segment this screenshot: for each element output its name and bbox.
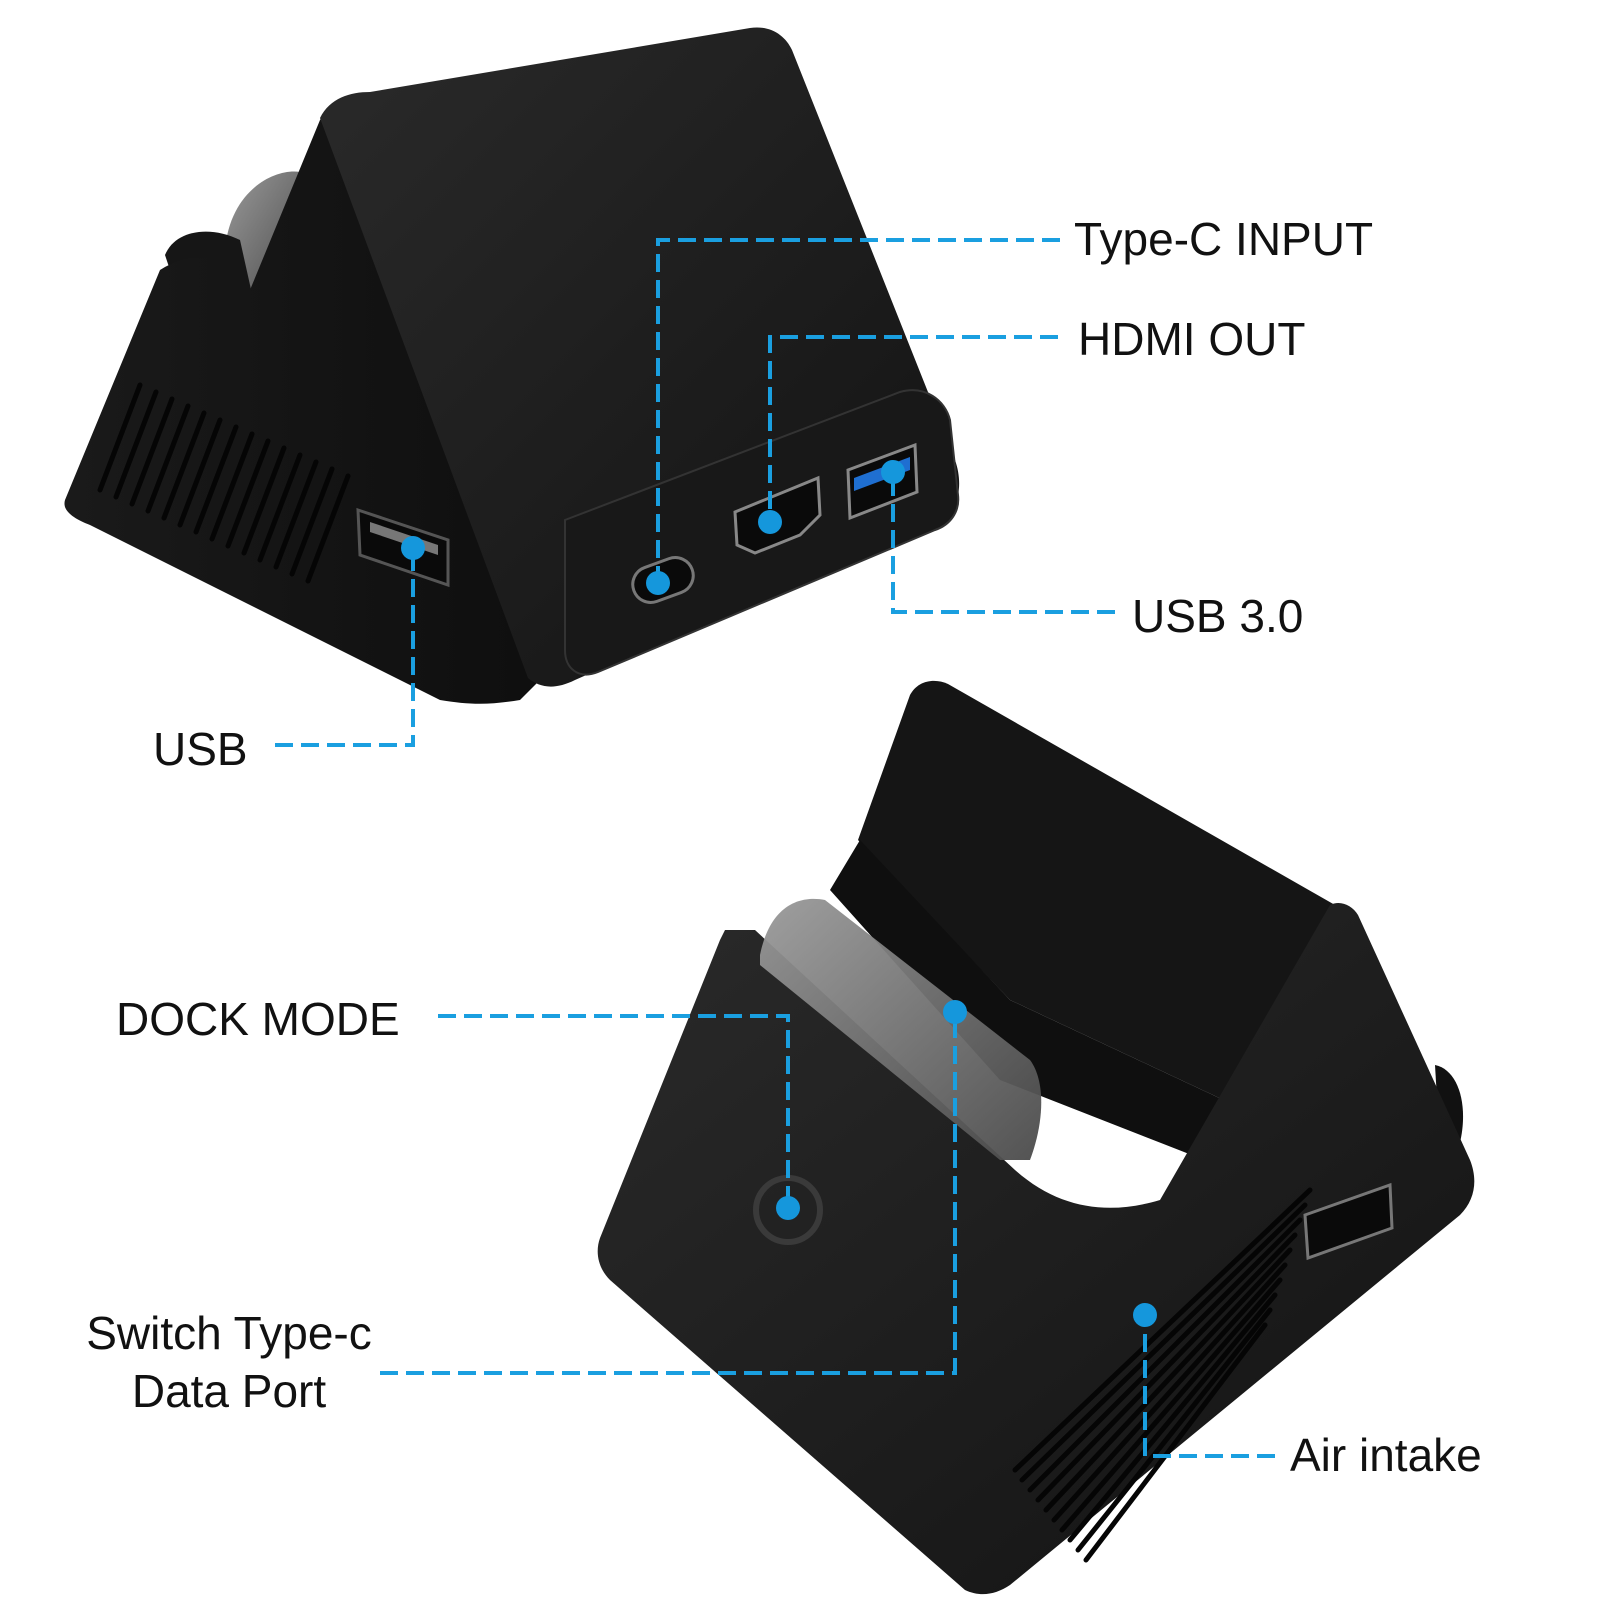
callout-line-type-c-input	[656, 238, 1060, 583]
top-dock	[64, 27, 960, 704]
callout-dot-air-intake	[1133, 1303, 1157, 1327]
callout-line-hdmi-out	[768, 335, 1058, 522]
bottom-dock-cradle-back	[858, 680, 1349, 1110]
top-dock-vents	[97, 382, 351, 584]
bottom-dock-vents	[1012, 1187, 1313, 1563]
callout-dot-switch-port	[943, 1000, 967, 1024]
callout-line-air-intake	[1143, 1315, 1275, 1458]
label-switch-port-line1: Switch Type-c	[86, 1307, 372, 1359]
callout-line-usb-3	[891, 472, 1115, 614]
callout-line-usb	[275, 548, 415, 747]
bottom-dock-usb-port	[1303, 1182, 1394, 1261]
callout-dot-dock-mode	[776, 1196, 800, 1220]
label-switch-port-line2: Data Port	[131, 1365, 327, 1417]
bottom-dock-cradle-inner	[830, 840, 1245, 1170]
callout-line-switch-port	[380, 1012, 957, 1375]
bottom-dock-grey-pad	[760, 898, 1042, 1160]
label-type-c-input: Type-C INPUT	[1074, 213, 1374, 265]
bottom-dock-body	[597, 903, 1475, 1595]
label-usb: USB	[153, 723, 248, 775]
label-hdmi-out: HDMI OUT	[1078, 313, 1306, 365]
callout-dot-usb	[401, 536, 425, 560]
label-switch-port: Switch Type-c Data Port	[64, 1304, 394, 1420]
bottom-dock	[597, 680, 1475, 1595]
callout-dot-usb-3	[881, 460, 905, 484]
callout-line-dock-mode	[438, 1014, 790, 1208]
callout-dot-type-c-input	[646, 571, 670, 595]
label-air-intake: Air intake	[1290, 1429, 1482, 1481]
callout-dot-hdmi-out	[758, 510, 782, 534]
label-usb-3: USB 3.0	[1132, 590, 1304, 642]
label-dock-mode: DOCK MODE	[116, 993, 400, 1045]
